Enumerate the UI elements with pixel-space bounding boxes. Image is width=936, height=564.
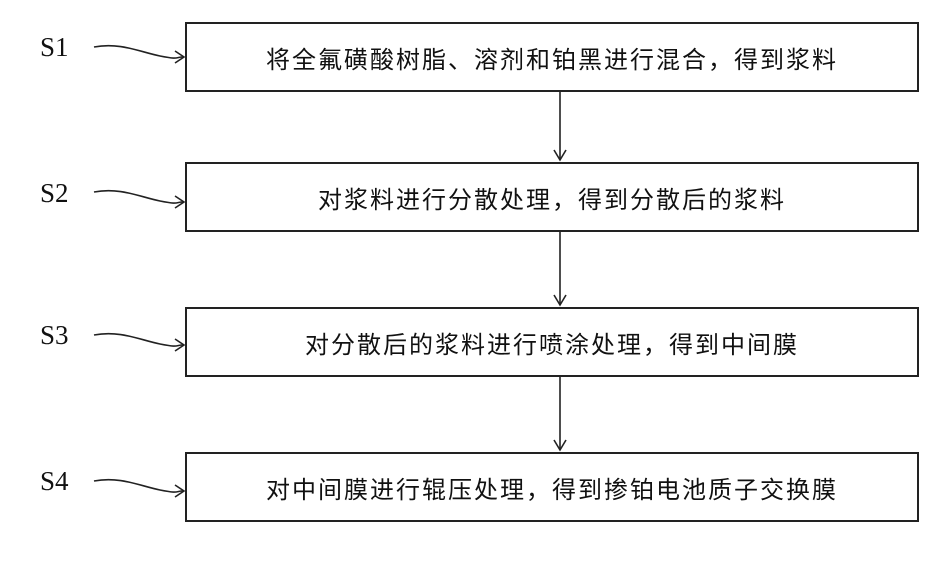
step-label-s3: S3 (40, 320, 69, 350)
pointer-arrow-s2 (94, 191, 183, 203)
step-box-s3: 对分散后的浆料进行喷涂处理，得到中间膜 (185, 307, 919, 377)
step-label-s2: S2 (40, 178, 69, 208)
step-label-s4: S4 (40, 466, 69, 496)
step-text-s1: 将全氟磺酸树脂、溶剂和铂黑进行混合，得到浆料 (266, 40, 838, 75)
pointer-arrow-s4 (94, 480, 183, 492)
step-text-s3: 对分散后的浆料进行喷涂处理，得到中间膜 (305, 325, 799, 360)
step-box-s4: 对中间膜进行辊压处理，得到掺铂电池质子交换膜 (185, 452, 919, 522)
step-label-s1: S1 (40, 32, 69, 62)
pointer-arrow-s3 (94, 334, 183, 346)
pointer-arrow-s1 (94, 46, 183, 58)
step-text-s4: 对中间膜进行辊压处理，得到掺铂电池质子交换膜 (266, 470, 838, 505)
step-text-s2: 对浆料进行分散处理，得到分散后的浆料 (318, 180, 786, 215)
step-box-s2: 对浆料进行分散处理，得到分散后的浆料 (185, 162, 919, 232)
step-box-s1: 将全氟磺酸树脂、溶剂和铂黑进行混合，得到浆料 (185, 22, 919, 92)
